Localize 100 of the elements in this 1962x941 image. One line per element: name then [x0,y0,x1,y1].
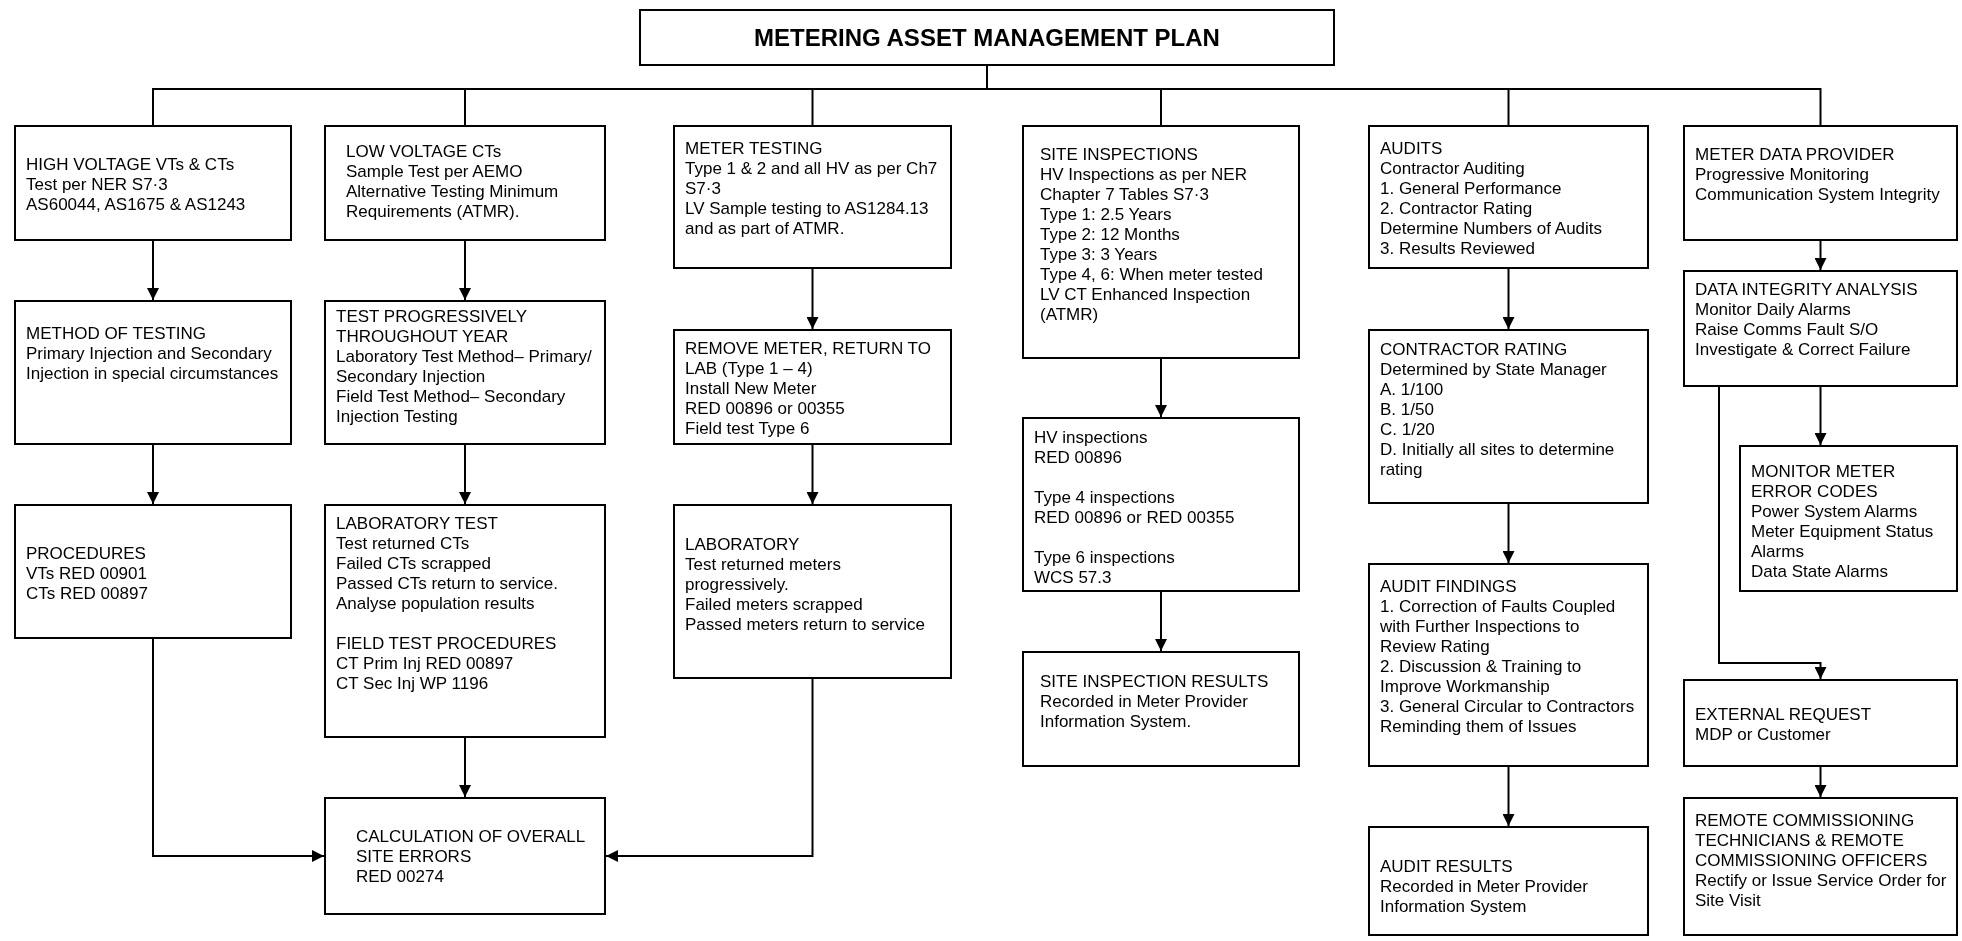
arrow [1502,766,1515,827]
box-text: LV CT Enhanced Inspection (ATMR) [1040,285,1252,325]
process-box [673,329,952,445]
box-heading: AUDITS [1380,139,1444,159]
box-text: Type 6 inspections [1034,548,1176,568]
box-heading: HV inspections [1034,428,1149,448]
box-text: AS60044, AS1675 & AS1243 [26,195,247,215]
box-heading: CALCULATION OF OVERALL SITE ERRORS [356,827,586,867]
box-text: Meter Equipment Status Alarms [1751,522,1935,562]
box-text: CT Sec Inj WP 1196 [336,674,490,694]
arrow [152,638,325,862]
box-text: CTs RED 00897 [26,584,149,604]
box-text: Passed CTs return to service. [336,574,560,594]
box-heading: METER TESTING [685,139,824,159]
box-text: Type 1 & 2 and all HV as per Ch7 S7·3 [685,159,939,199]
process-box [324,797,606,915]
box-text: 3. General Circular to Contractors Reminding them of Issues [1380,697,1636,737]
box-text: Passed meters return to service [685,615,926,635]
box-text: Type 4, 6: When meter tested [1040,265,1264,285]
arrow [147,240,159,301]
box-text: Primary Injection and Secondary Injection in special circumstances [26,344,280,384]
process-box [1683,125,1958,241]
box-heading: LABORATORY TEST [336,514,499,534]
box-text: Recorded in Meter Provider Information System. [1040,692,1249,732]
box-heading: DATA INTEGRITY ANALYSIS [1695,280,1919,300]
box-heading: SITE INSPECTIONS [1040,145,1199,165]
box-text: HV Inspections as per NER Chapter 7 Tables S7·3 [1040,165,1248,205]
process-box [14,125,292,241]
arrow [1155,358,1167,418]
process-box [1368,563,1649,767]
process-box [673,504,952,679]
box-heading: SITE INSPECTION RESULTS [1040,672,1270,692]
process-box [1022,125,1300,359]
box-text: WCS 57.3 [1034,568,1113,588]
process-box [1683,270,1958,387]
box-heading: LOW VOLTAGE CTs [346,142,503,162]
box-heading: HIGH VOLTAGE VTs & CTs [26,155,236,175]
arrow [147,444,159,505]
arrow [459,737,471,798]
box-text: Failed CTs scrapped [336,554,492,574]
arrow [806,268,819,330]
arrow [1502,268,1515,330]
box-text: LV Sample testing to AS1284.13 and as part of ATMR. [685,199,930,239]
title-text: METERING ASSET MANAGEMENT PLAN [754,23,1220,52]
box-text: Determined by State Manager [1380,360,1608,380]
title-box [639,9,1335,66]
process-box [1022,417,1300,592]
arrow [1814,766,1827,798]
arrow [605,678,814,862]
box-text: Contractor Auditing [1380,159,1526,179]
box-heading: AUDIT RESULTS [1380,857,1514,877]
box-text: Investigate & Correct Failure [1695,340,1912,360]
box-text: Rectify or Issue Service Order for Site Visit [1695,871,1948,911]
box-text: Field Test Method– Secondary Injection Testing [336,387,567,427]
box-text: Failed meters scrapped [685,595,864,615]
process-box [1368,826,1649,936]
box-text: Power System Alarms [1751,502,1919,522]
box-text: Test returned CTs [336,534,471,554]
box-heading: REMOTE COMMISSIONING TECHNICIANS & REMOTE COMMISSIONING OFFICERS [1695,811,1929,871]
box-text: VTs RED 00901 [26,564,148,584]
box-text: 2. Discussion & Training to Improve Workmanship [1380,657,1583,697]
process-box [1739,445,1958,592]
arrow [1502,503,1515,564]
process-box [324,504,606,738]
process-box [14,300,292,445]
box-text: Monitor Daily Alarms [1695,300,1852,320]
box-text: RED 00896 or RED 00355 [1034,508,1236,528]
arrow [1718,386,1827,680]
box-heading: LABORATORY [685,535,801,555]
arrow [1814,386,1827,446]
box-text: RED 00274 [356,867,445,887]
box-text: Type 4 inspections [1034,488,1176,508]
process-box [1022,651,1300,767]
box-text: Install New Meter [685,379,818,399]
box-heading: EXTERNAL REQUEST [1695,705,1873,725]
box-text: Data State Alarms [1751,562,1889,582]
process-box [1368,329,1649,504]
box-heading: MONITOR METER ERROR CODES [1751,462,1897,502]
box-text: Test returned meters progressively. [685,555,842,595]
process-box [14,504,292,639]
box-text: Sample Test per AEMO Alternative Testing Minimum Requirements (ATMR). [346,162,560,222]
box-text: RED 00896 [1034,448,1123,468]
box-text: A. 1/100 [1380,380,1445,400]
box-text: B. 1/50 [1380,400,1435,420]
box-text: CT Prim Inj RED 00897 [336,654,515,674]
box-text: Progressive Monitoring Communication System Integrity [1695,165,1941,205]
box-heading: PROCEDURES [26,544,147,564]
box-text: Type 2: 12 Months [1040,225,1181,245]
box-text: Laboratory Test Method– Primary/ Secondary Injection [336,347,593,387]
box-text: Analyse population results [336,594,536,614]
arrow [1814,240,1827,271]
box-text: 1. General Performance [1380,179,1563,199]
box-text: Recorded in Meter Provider Information System [1380,877,1589,917]
arrow [1155,591,1167,652]
box-text: Test per NER S7·3 [26,175,169,195]
arrow [459,240,471,301]
box-heading: REMOVE METER, RETURN TO LAB (Type 1 – 4) [685,339,932,379]
box-text: 1. Correction of Faults Coupled with Further Inspections to Review Rating [1380,597,1617,657]
box-text: FIELD TEST PROCEDURES [336,634,558,654]
box-text: 2. Contractor Rating [1380,199,1534,219]
